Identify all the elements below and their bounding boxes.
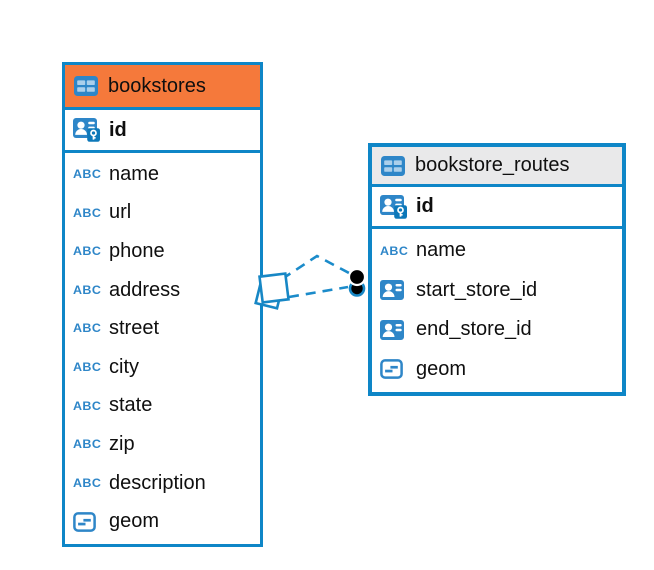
text-type-icon: ABC	[73, 398, 102, 413]
column-row-id[interactable]: id	[372, 187, 622, 229]
table-icon	[381, 156, 405, 176]
relationship-line-lower[interactable]	[288, 285, 349, 299]
column-row-address[interactable]: ABC address	[65, 271, 260, 310]
column-row-name[interactable]: ABC name	[65, 155, 260, 194]
primary-key-icon	[380, 195, 407, 219]
column-name: phone	[109, 239, 165, 262]
text-type-icon: ABC	[73, 360, 102, 374]
text-type-icon: ABC	[73, 283, 102, 297]
text-type-icon: ABC	[73, 321, 102, 336]
column-name: geom	[416, 357, 467, 380]
column-name: city	[109, 355, 139, 378]
column-name: url	[109, 201, 132, 224]
column-name: address	[109, 278, 181, 301]
column-row-geom[interactable]: geom	[65, 502, 260, 541]
relationship-endpoint-dots[interactable]	[347, 267, 367, 297]
column-list: ABC name start_store_id end_store_id geo…	[372, 229, 622, 392]
primary-key-icon	[73, 118, 100, 142]
column-row-description[interactable]: ABC description	[65, 464, 260, 503]
table-bookstore-routes[interactable]: bookstore_routes id ABC name start_store…	[368, 143, 626, 396]
column-row-zip[interactable]: ABC zip	[65, 425, 260, 464]
text-type-icon: ABC	[73, 206, 102, 220]
table-bookstores[interactable]: bookstores id ABC name ABC url ABC phone…	[62, 62, 263, 547]
column-name: name	[416, 239, 467, 262]
geometry-type-icon	[73, 512, 100, 532]
column-name: zip	[109, 432, 135, 455]
text-type-icon: ABC	[73, 167, 102, 181]
column-name: state	[109, 394, 153, 417]
geometry-type-icon	[380, 359, 407, 379]
table-icon	[74, 76, 98, 96]
table-title: bookstore_routes	[415, 154, 570, 176]
column-row-phone[interactable]: ABC phone	[65, 232, 260, 271]
column-name: description	[109, 471, 206, 494]
column-name: id	[109, 118, 127, 141]
column-row-state[interactable]: ABC state	[65, 387, 260, 426]
column-name: start_store_id	[416, 278, 538, 301]
text-type-icon: ABC	[73, 244, 102, 258]
table-title: bookstores	[108, 74, 206, 97]
reference-type-icon	[380, 320, 407, 340]
column-name: id	[416, 195, 434, 217]
text-type-icon: ABC	[380, 243, 409, 258]
column-row-id[interactable]: id	[65, 110, 260, 153]
table-bookstores-header[interactable]: bookstores	[65, 65, 260, 110]
relationship-line-upper[interactable]	[281, 254, 350, 281]
column-row-start-store-id[interactable]: start_store_id	[372, 271, 622, 311]
text-type-icon: ABC	[73, 476, 102, 490]
column-name: name	[109, 162, 160, 185]
column-row-city[interactable]: ABC city	[65, 348, 260, 387]
column-row-name[interactable]: ABC name	[372, 231, 622, 271]
text-type-icon: ABC	[73, 437, 102, 451]
column-row-url[interactable]: ABC url	[65, 194, 260, 233]
reference-type-icon	[380, 280, 407, 300]
column-row-geom[interactable]: geom	[372, 350, 622, 390]
column-name: geom	[109, 510, 160, 533]
column-row-end-store-id[interactable]: end_store_id	[372, 310, 622, 350]
column-row-street[interactable]: ABC street	[65, 309, 260, 348]
column-name: street	[109, 317, 160, 340]
column-list: ABC name ABC url ABC phone ABC address A…	[65, 153, 260, 544]
table-bookstore-routes-header[interactable]: bookstore_routes	[372, 147, 622, 187]
column-name: end_store_id	[416, 318, 532, 341]
